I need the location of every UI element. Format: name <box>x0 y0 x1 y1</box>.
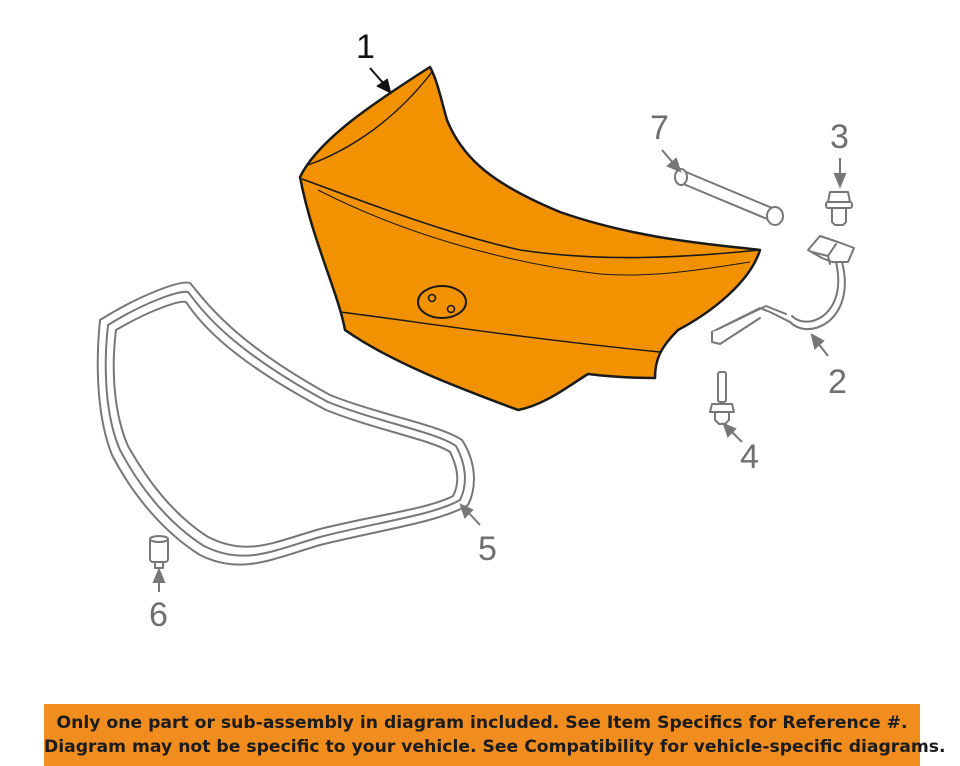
arrow-4 <box>722 422 743 443</box>
callout-4: 4 <box>740 438 759 476</box>
strut-end-upper <box>674 168 688 186</box>
parts-diagram: 1 7 3 2 4 5 6 <box>96 28 855 634</box>
arrow-3 <box>833 158 847 189</box>
bumper-top <box>149 535 169 543</box>
callout-3: 3 <box>830 118 849 156</box>
trunk-lid-part-1[interactable] <box>298 65 762 412</box>
bolt-head <box>827 191 851 203</box>
stud-nut <box>714 411 730 425</box>
weatherstrip-inner-1 <box>104 290 466 557</box>
bumper-stem <box>154 561 164 569</box>
arrow-2 <box>810 333 829 357</box>
arrow-1 <box>369 67 392 94</box>
callout-7: 7 <box>650 109 669 147</box>
lift-support-part-7[interactable] <box>674 168 784 226</box>
strut-end-lower <box>766 206 784 226</box>
callout-1: 1 <box>356 28 375 66</box>
arrow-7 <box>661 149 682 173</box>
latch-rod-end <box>711 317 761 345</box>
emblem-hole-left <box>427 293 437 303</box>
trunk-lid-lower-crease <box>339 311 661 353</box>
trunk-lid-mid-crease <box>317 189 751 276</box>
bolt-shank <box>831 207 847 226</box>
bumper-stop-part-6[interactable] <box>149 535 169 569</box>
arrow-5 <box>459 503 481 526</box>
disclaimer-banner: Only one part or sub-assembly in diagram… <box>44 704 946 766</box>
emblem-hole-right <box>446 304 456 314</box>
latch-cable <box>789 261 846 331</box>
latch-bracket-detail <box>811 243 837 265</box>
latch-part-2[interactable] <box>711 235 855 345</box>
callout-5: 5 <box>478 530 497 568</box>
latch-rod <box>711 305 791 333</box>
callout-6: 6 <box>149 596 168 634</box>
bolt-part-3[interactable] <box>825 191 853 226</box>
weatherstrip-inner-2 <box>112 300 459 548</box>
trunk-lid-body <box>298 65 762 412</box>
strut-body <box>680 171 778 222</box>
leader-arrows <box>152 67 847 592</box>
disclaimer-line-1: Only one part or sub-assembly in diagram… <box>56 713 908 733</box>
arrow-6 <box>152 567 166 592</box>
stud-flange <box>709 403 735 413</box>
trunk-lid-emblem-recess <box>417 285 467 319</box>
callout-2: 2 <box>828 363 847 401</box>
trunk-lid-upper-crease <box>307 71 433 166</box>
latch-cable-inner <box>791 261 840 323</box>
trunk-lid-edge-highlight <box>301 178 761 259</box>
latch-bracket <box>807 235 855 263</box>
stud-part-4[interactable] <box>709 371 735 425</box>
disclaimer-line-2: Diagram may not be specific to your vehi… <box>44 737 946 757</box>
stud-shaft <box>717 371 727 403</box>
